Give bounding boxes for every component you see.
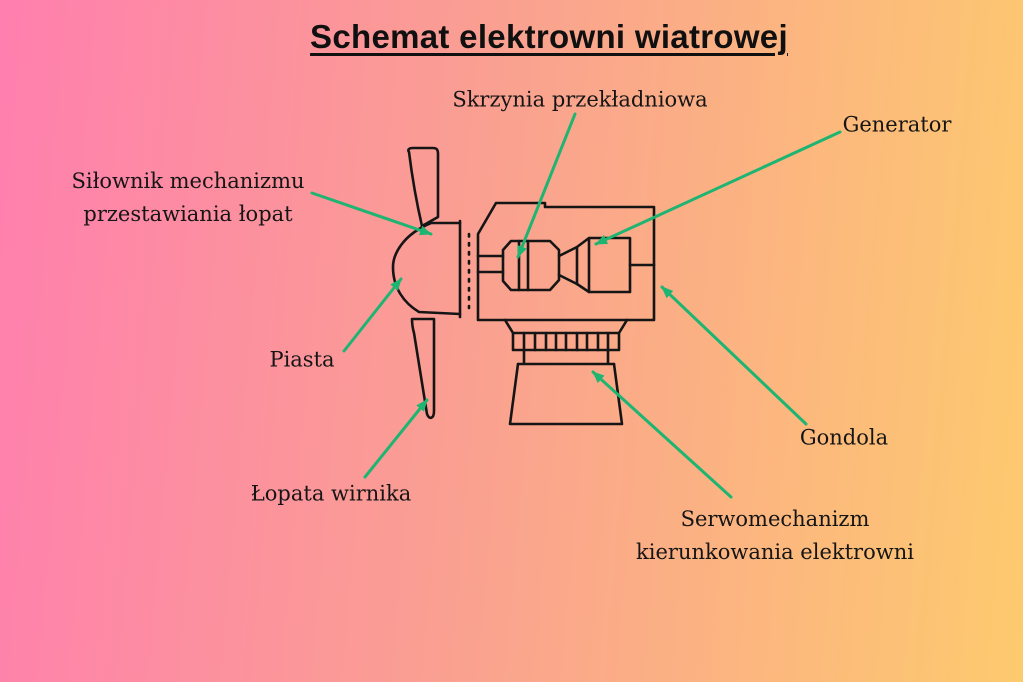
coupling-shape	[557, 245, 579, 286]
page-title: Schemat elektrowni wiatrowej	[310, 18, 788, 55]
arrow-generator	[594, 130, 842, 246]
hub-shape	[391, 221, 462, 316]
label-hub: Piasta	[269, 347, 335, 372]
arrow-rotor-blade	[363, 398, 429, 479]
yaw-neck-shape	[516, 348, 616, 366]
tower-top-shape	[508, 362, 624, 426]
gearbox-shape	[501, 239, 561, 292]
annotation-arrows	[310, 112, 842, 499]
label-rotor-blade: Łopata wirnika	[250, 481, 412, 506]
label-pitch-actuator-line2: przestawiania łopat	[83, 202, 293, 226]
label-yaw-servo: Serwomechanizm kierunkowania elektrowni	[636, 503, 914, 569]
arrow-hub	[342, 277, 403, 353]
arrow-gearbox	[516, 112, 577, 259]
arrow-yaw-servo	[591, 370, 733, 499]
label-nacelle: Gondola	[799, 425, 889, 450]
upper-blade-shape	[407, 146, 440, 228]
lower-blade-shape	[410, 317, 436, 420]
nacelle-shape	[476, 201, 656, 322]
label-yaw-servo-line2: kierunkowania elektrowni	[636, 540, 914, 564]
turbine-outline	[391, 146, 656, 426]
label-yaw-servo-line1: Serwomechanizm	[680, 507, 870, 531]
generator-shape	[575, 236, 632, 294]
label-pitch-actuator: Siłownik mechanizmu przestawiania łopat	[71, 165, 304, 231]
label-generator: Generator	[842, 112, 952, 137]
arrow-nacelle	[660, 285, 808, 426]
arrow-pitch-actuator	[310, 191, 433, 236]
input-shaft-lines	[476, 254, 505, 274]
label-gearbox: Skrzynia przekładniowa	[452, 87, 708, 112]
yaw-gear-teeth	[522, 331, 610, 352]
label-pitch-actuator-line1: Siłownik mechanizmu	[71, 169, 305, 193]
